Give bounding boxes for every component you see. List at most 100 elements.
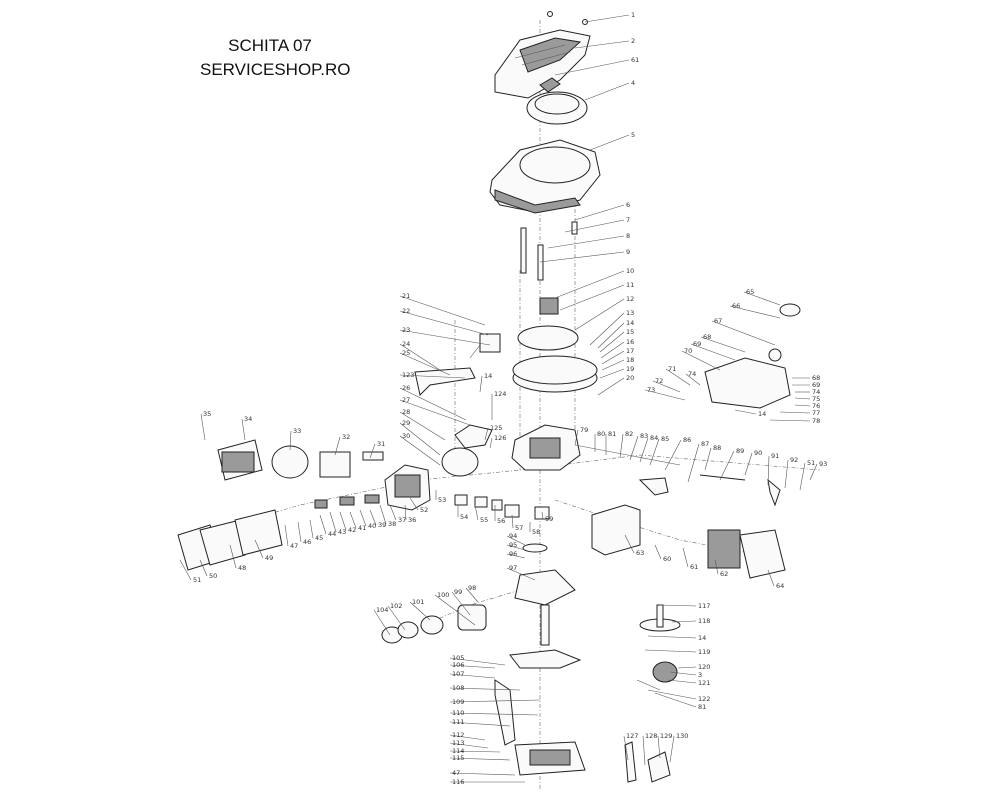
callout-leader xyxy=(767,569,775,587)
part-number-label: 25 xyxy=(402,349,410,357)
callout-leader xyxy=(389,504,397,521)
callout-leader xyxy=(647,635,697,639)
callout-leader xyxy=(254,539,264,559)
part-number-label: 72 xyxy=(655,377,663,385)
part-number-label: 62 xyxy=(720,570,728,578)
air-filter-assembly xyxy=(591,504,786,579)
part-number-label: 55 xyxy=(480,516,488,524)
part-number-label: 114 xyxy=(452,747,464,755)
part-number-label: 106 xyxy=(452,661,464,669)
part-number-label: 87 xyxy=(701,440,709,448)
callout-leader xyxy=(399,411,446,441)
part-number-label: 125 xyxy=(490,424,502,432)
part-number-label: 118 xyxy=(698,617,710,625)
callout-leader xyxy=(704,447,712,471)
part-number-label: 68 xyxy=(812,374,820,382)
part-number-label: 110 xyxy=(452,709,464,717)
callout-leader xyxy=(241,418,246,441)
callout-leader xyxy=(687,443,700,483)
callout-leader xyxy=(449,757,511,761)
callout-leader xyxy=(769,419,811,422)
callout-leader xyxy=(399,374,466,379)
callout-leader xyxy=(449,742,489,749)
callout-leader xyxy=(179,559,192,581)
callout-leader xyxy=(554,59,630,76)
callout-leader xyxy=(409,601,431,621)
part-number-label: 11 xyxy=(626,281,634,289)
callout-leader xyxy=(574,40,630,49)
callout-leader xyxy=(474,504,479,521)
throttle-bracket xyxy=(414,367,476,397)
part-number-label: 123 xyxy=(402,371,414,379)
callout-leader xyxy=(690,343,736,361)
callout-leader xyxy=(506,544,526,551)
part-callouts: 1261456789101112131415161718192021222324… xyxy=(179,11,827,786)
ignition-coil xyxy=(469,333,501,359)
part-number-label: 116 xyxy=(452,778,464,786)
part-number-label: 93 xyxy=(819,460,827,468)
callout-leader xyxy=(794,397,811,400)
callout-leader xyxy=(685,373,701,386)
callout-leader xyxy=(434,594,476,626)
callout-leader xyxy=(700,336,746,353)
part-number-label: 104 xyxy=(376,606,388,614)
callout-leader xyxy=(541,511,544,520)
callout-leader xyxy=(229,544,237,569)
part-number-label: 126 xyxy=(494,434,506,442)
part-number-label: 81 xyxy=(698,703,706,711)
callout-leader xyxy=(451,591,471,616)
callout-leader xyxy=(409,497,419,511)
part-number-label: 130 xyxy=(676,732,688,740)
part-number-label: 88 xyxy=(713,444,721,452)
callout-leader xyxy=(734,409,757,415)
callout-leader xyxy=(564,219,625,233)
part-number-label: 18 xyxy=(626,356,634,364)
part-number-label: 49 xyxy=(265,554,273,562)
callout-leader xyxy=(601,359,625,371)
callout-leader xyxy=(506,535,526,546)
callout-leader xyxy=(652,380,681,393)
part-number-label: 24 xyxy=(402,340,410,348)
callout-leader xyxy=(484,427,489,441)
callout-leader xyxy=(449,687,521,691)
callout-leader xyxy=(449,772,516,776)
part-number-label: 76 xyxy=(812,402,820,410)
callout-leader xyxy=(654,544,662,560)
part-number-label: 20 xyxy=(626,374,634,382)
callout-leader xyxy=(399,399,471,426)
part-number-label: 27 xyxy=(402,396,410,404)
part-number-label: 43 xyxy=(338,528,346,536)
callout-leader xyxy=(399,310,489,336)
recoil-starter xyxy=(526,77,588,125)
callout-leader xyxy=(657,735,661,759)
part-number-label: 85 xyxy=(661,435,669,443)
crankshaft xyxy=(514,543,576,646)
callout-leader xyxy=(449,734,486,741)
part-number-label: 91 xyxy=(771,452,779,460)
part-number-label: 39 xyxy=(378,521,386,529)
part-number-label: 47 xyxy=(452,769,460,777)
callout-leader xyxy=(199,559,208,577)
part-number-label: 67 xyxy=(714,317,722,325)
part-number-label: 47 xyxy=(290,542,298,550)
part-number-label: 14 xyxy=(758,410,766,418)
part-number-label: 32 xyxy=(342,433,350,441)
top-screws xyxy=(547,11,588,25)
part-number-label: 74 xyxy=(812,388,820,396)
assembly-axes xyxy=(179,20,821,790)
part-number-label: 70 xyxy=(684,347,692,355)
part-number-label: 120 xyxy=(698,663,710,671)
callout-leader xyxy=(744,452,753,476)
part-number-label: 4 xyxy=(631,79,635,87)
part-number-label: 78 xyxy=(812,417,820,425)
part-number-label: 23 xyxy=(402,326,410,334)
part-number-label: 71 xyxy=(668,365,676,373)
part-number-label: 45 xyxy=(315,534,323,542)
part-number-label: 38 xyxy=(388,520,396,528)
part-number-label: 63 xyxy=(636,549,644,557)
callout-leader xyxy=(359,509,367,527)
callout-leader xyxy=(601,350,625,365)
engine-cover xyxy=(494,29,591,99)
part-number-label: 109 xyxy=(452,698,464,706)
callout-leader xyxy=(644,649,697,653)
